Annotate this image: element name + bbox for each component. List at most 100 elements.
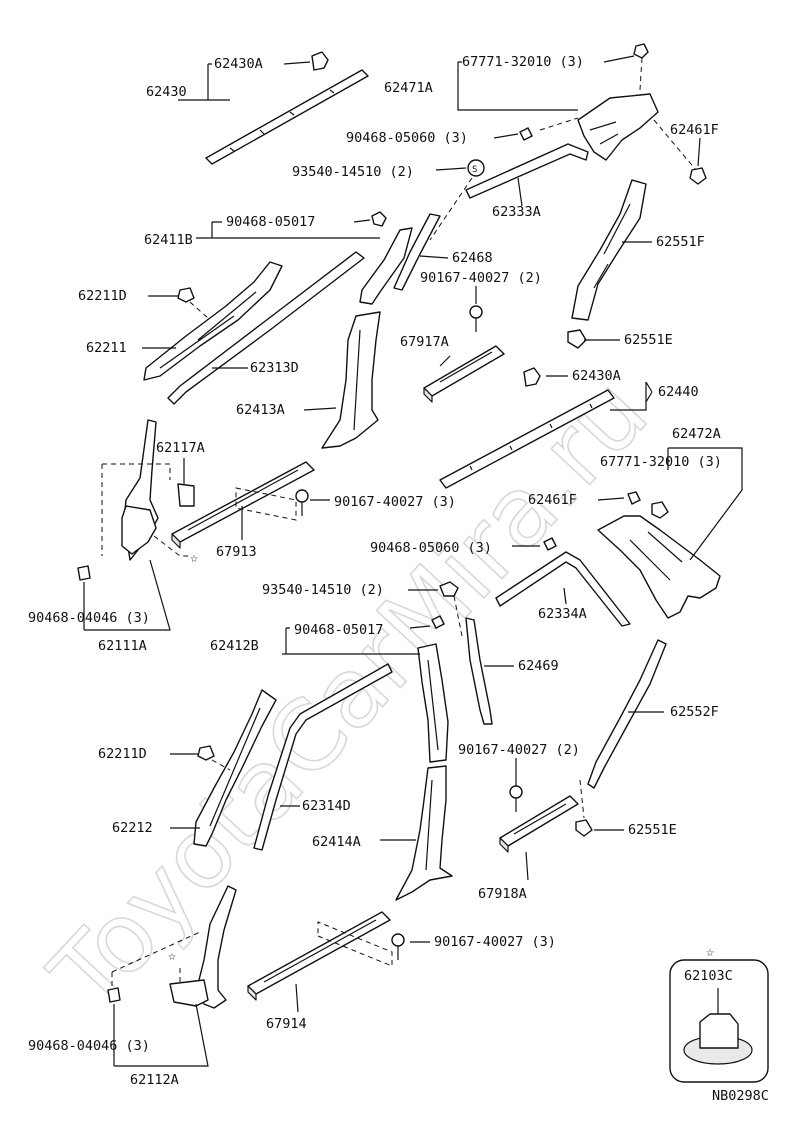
- clip-62430A: [311, 51, 329, 71]
- label-62414A: 62414A: [312, 834, 361, 850]
- label-62212: 62212: [112, 820, 153, 836]
- label-62112A: 62112A: [130, 1072, 179, 1088]
- dash: [111, 931, 201, 990]
- label-62461F-top: 62461F: [670, 122, 719, 138]
- clip-62430A-mid: [523, 367, 541, 387]
- star-mark: ☆: [190, 550, 198, 566]
- dash: [453, 595, 463, 637]
- leader: [282, 625, 431, 655]
- label-62333A: 62333A: [492, 204, 541, 220]
- dash: [101, 463, 192, 557]
- label-67918A: 67918A: [478, 886, 527, 902]
- part-62111A-panel: [121, 419, 159, 561]
- clip-62461F-mid: [627, 491, 641, 505]
- clip-62211D-top: [177, 287, 195, 303]
- cap-93540-top: S: [467, 159, 485, 177]
- label-93540-mid: 93540-14510 (2): [262, 582, 384, 598]
- star-mark: ☆: [168, 948, 176, 964]
- dash: [211, 759, 231, 771]
- part-62413A-pillar: [321, 311, 381, 449]
- label-62469: 62469: [518, 658, 559, 674]
- leader: [667, 447, 743, 561]
- label-62412B: 62412B: [210, 638, 259, 654]
- label-62313D: 62313D: [250, 360, 299, 376]
- screw-90167-bot: [509, 785, 523, 812]
- part-62117A-clip: [177, 483, 195, 507]
- leader: [563, 587, 567, 605]
- screw-90167-top: [469, 305, 483, 332]
- svg-text:S: S: [472, 165, 477, 175]
- label-62413A: 62413A: [236, 402, 285, 418]
- clip-90468-05017-mid: [431, 615, 445, 629]
- label-62314D: 62314D: [302, 798, 351, 814]
- leader: [178, 61, 311, 101]
- leader: [419, 255, 449, 259]
- part-62411B-garnish: [359, 227, 413, 305]
- part-62552F-trim: [587, 639, 667, 789]
- leader: [113, 1003, 209, 1067]
- leader: [196, 219, 380, 239]
- clip-90468-04046-bot: [107, 987, 121, 1003]
- part-62333A-strip: [465, 143, 589, 199]
- clip-90468-05017-top: [371, 211, 387, 227]
- clip-62461F-top: [689, 167, 707, 185]
- part-67913-plate: [171, 461, 315, 549]
- leader: [597, 497, 625, 501]
- leader: [439, 355, 451, 367]
- part-62469-strip: [465, 617, 493, 725]
- inset-62103C: [669, 959, 769, 1083]
- label-62468: 62468: [452, 250, 493, 266]
- label-62211D-bot: 62211D: [98, 746, 147, 762]
- label-62430A-mid: 62430A: [572, 368, 621, 384]
- leader: [493, 133, 519, 139]
- label-62103C: 62103C: [684, 968, 733, 984]
- part-62551F-trim: [571, 179, 647, 321]
- leader: [515, 758, 529, 881]
- part-67914-plate: [247, 911, 391, 1001]
- part-62430-strip: [205, 69, 369, 165]
- part-62414A-pillar: [395, 765, 453, 901]
- label-62334A: 62334A: [538, 606, 587, 622]
- label-90468-05060-mid: 90468-05060 (3): [370, 540, 492, 556]
- clip-67771-top: [633, 43, 649, 59]
- label-90167-2-bot: 90167-40027 (2): [458, 742, 580, 758]
- label-62430A-top: 62430A: [214, 56, 263, 72]
- part-67917A-plate: [423, 345, 505, 403]
- leader: [83, 559, 171, 631]
- part-62212-pillar: [193, 689, 277, 847]
- label-90468-05060-top: 90468-05060 (3): [346, 130, 468, 146]
- label-62551F: 62551F: [656, 234, 705, 250]
- label-67917A: 67917A: [400, 334, 449, 350]
- label-93540-top: 93540-14510 (2): [292, 164, 414, 180]
- label-62211: 62211: [86, 340, 127, 356]
- label-62211D-top: 62211D: [78, 288, 127, 304]
- part-62471A-trim: [577, 93, 659, 161]
- screw-90167-mid: [295, 489, 309, 516]
- label-90167-3-mid: 90167-40027 (3): [334, 494, 456, 510]
- label-67914: 67914: [266, 1016, 307, 1032]
- label-90167-2-top: 90167-40027 (2): [420, 270, 542, 286]
- label-90468-05017-top: 90468-05017: [226, 214, 315, 230]
- label-62440: 62440: [658, 384, 699, 400]
- dash: [235, 487, 297, 521]
- dash: [317, 921, 393, 967]
- diagram-code: NB0298C: [712, 1088, 769, 1104]
- star-mark: ☆: [706, 944, 714, 960]
- part-labels: 62430 62430A 67771-32010 (3) 62471A 9046…: [28, 54, 769, 1104]
- leader: [546, 375, 653, 411]
- clip-90468-05060-mid: [543, 537, 557, 551]
- part-62314D-strip: [253, 663, 393, 851]
- label-67913: 67913: [216, 544, 257, 560]
- label-62111A: 62111A: [98, 638, 147, 654]
- dash: [189, 301, 209, 319]
- label-90468-04046-top: 90468-04046 (3): [28, 610, 150, 626]
- label-90468-04046-bot: 90468-04046 (3): [28, 1038, 150, 1054]
- cap-93540-mid: [439, 581, 459, 597]
- part-62472A-trim: [597, 515, 721, 619]
- part-62412B-garnish: [417, 643, 449, 763]
- label-62552F: 62552F: [670, 704, 719, 720]
- part-62440-panel: [439, 389, 615, 489]
- screw-90167-bot2: [391, 933, 405, 960]
- label-62551E-top: 62551E: [624, 332, 673, 348]
